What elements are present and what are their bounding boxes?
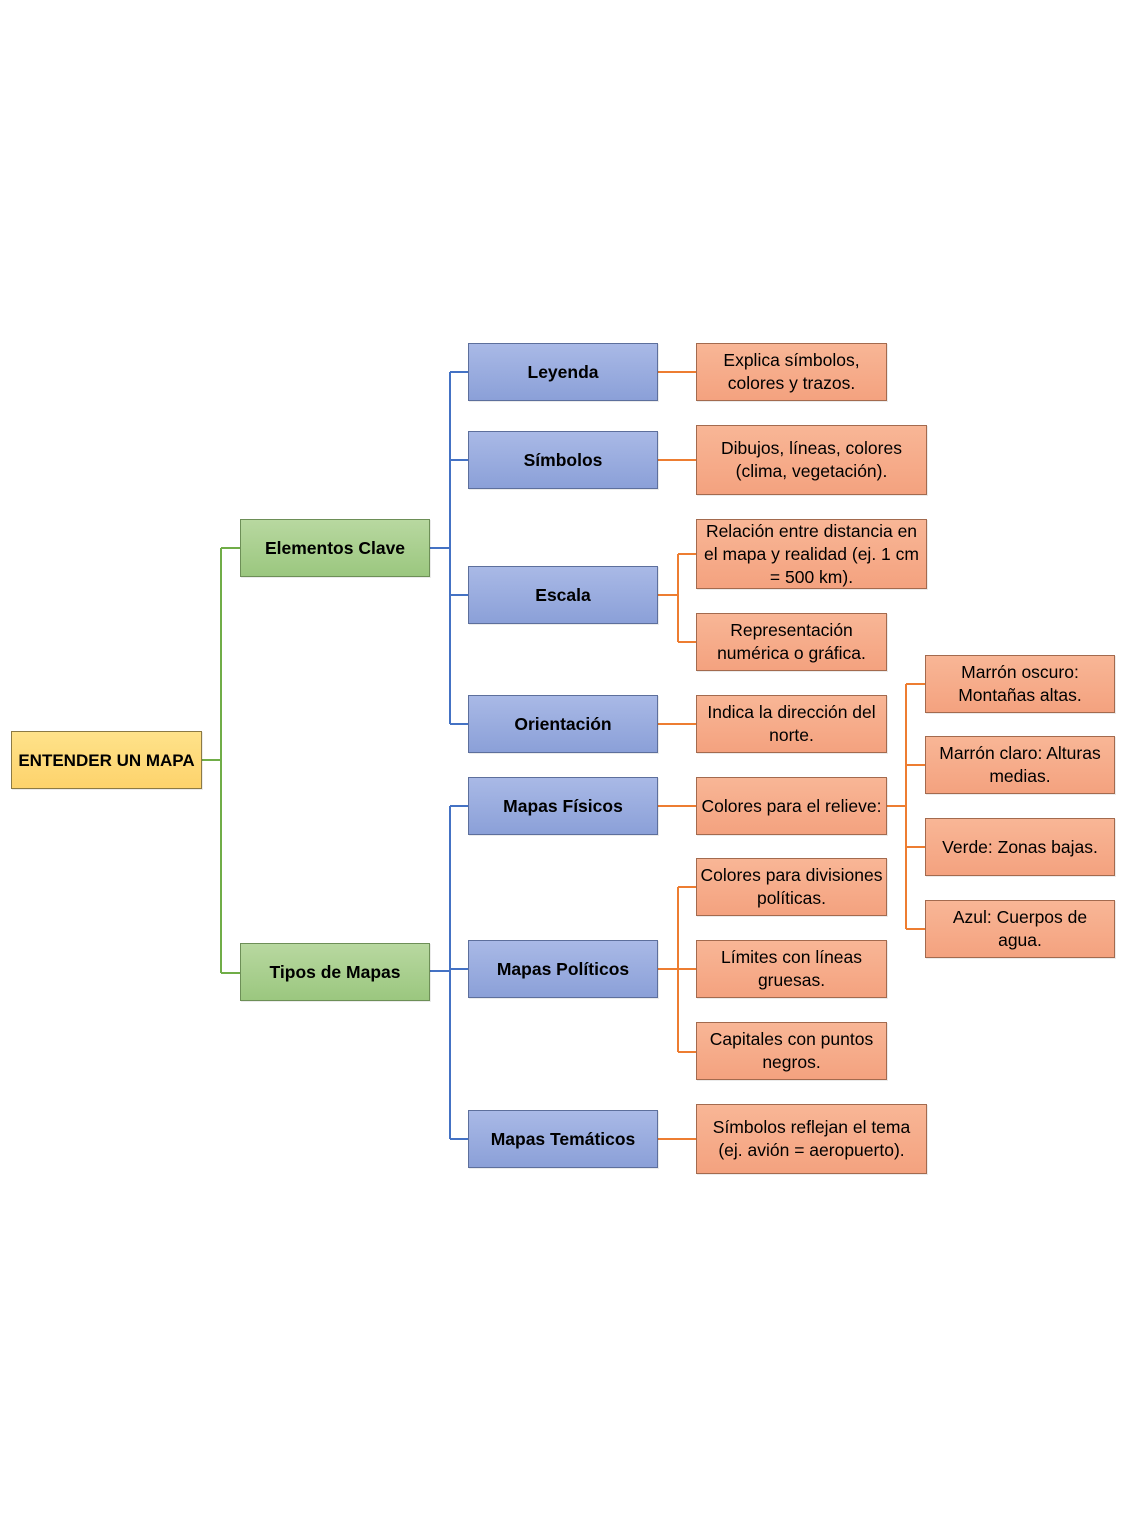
node-leyenda: Leyenda [468, 343, 658, 401]
branch-connectors [430, 371, 468, 1140]
subdetail-azul: Azul: Cuerpos de agua. [925, 900, 1115, 958]
subdetail-verde: Verde: Zonas bajas. [925, 818, 1115, 876]
node-orientacion: Orientación [468, 695, 658, 753]
detail-mapas-tematicos: Símbolos reflejan el tema (ej. avión = a… [696, 1104, 927, 1174]
branch-elementos-clave: Elementos Clave [240, 519, 430, 577]
subdetail-marron-oscuro: Marrón oscuro: Montañas altas. [925, 655, 1115, 713]
node-simbolos: Símbolos [468, 431, 658, 489]
detail-leyenda: Explica símbolos, colores y trazos. [696, 343, 887, 401]
detail-simbolos: Dibujos, líneas, colores (clima, vegetac… [696, 425, 927, 495]
detail-mapas-fisicos: Colores para el relieve: [696, 777, 887, 835]
node-mapas-politicos: Mapas Políticos [468, 940, 658, 998]
branch-tipos-de-mapas: Tipos de Mapas [240, 943, 430, 1001]
detail-connectors [658, 371, 925, 1140]
detail-politicos-limites: Límites con líneas gruesas. [696, 940, 887, 998]
detail-escala-relacion: Relación entre distancia en el mapa y re… [696, 519, 927, 589]
root-node: ENTENDER UN MAPA [11, 731, 202, 789]
detail-escala-representacion: Representación numérica o gráfica. [696, 613, 887, 671]
root-connectors [202, 547, 240, 974]
detail-orientacion: Indica la dirección del norte. [696, 695, 887, 753]
node-mapas-fisicos: Mapas Físicos [468, 777, 658, 835]
node-escala: Escala [468, 566, 658, 624]
node-mapas-tematicos: Mapas Temáticos [468, 1110, 658, 1168]
detail-politicos-capitales: Capitales con puntos negros. [696, 1022, 887, 1080]
subdetail-marron-claro: Marrón claro: Alturas medias. [925, 736, 1115, 794]
detail-politicos-colores: Colores para divisiones políticas. [696, 858, 887, 916]
